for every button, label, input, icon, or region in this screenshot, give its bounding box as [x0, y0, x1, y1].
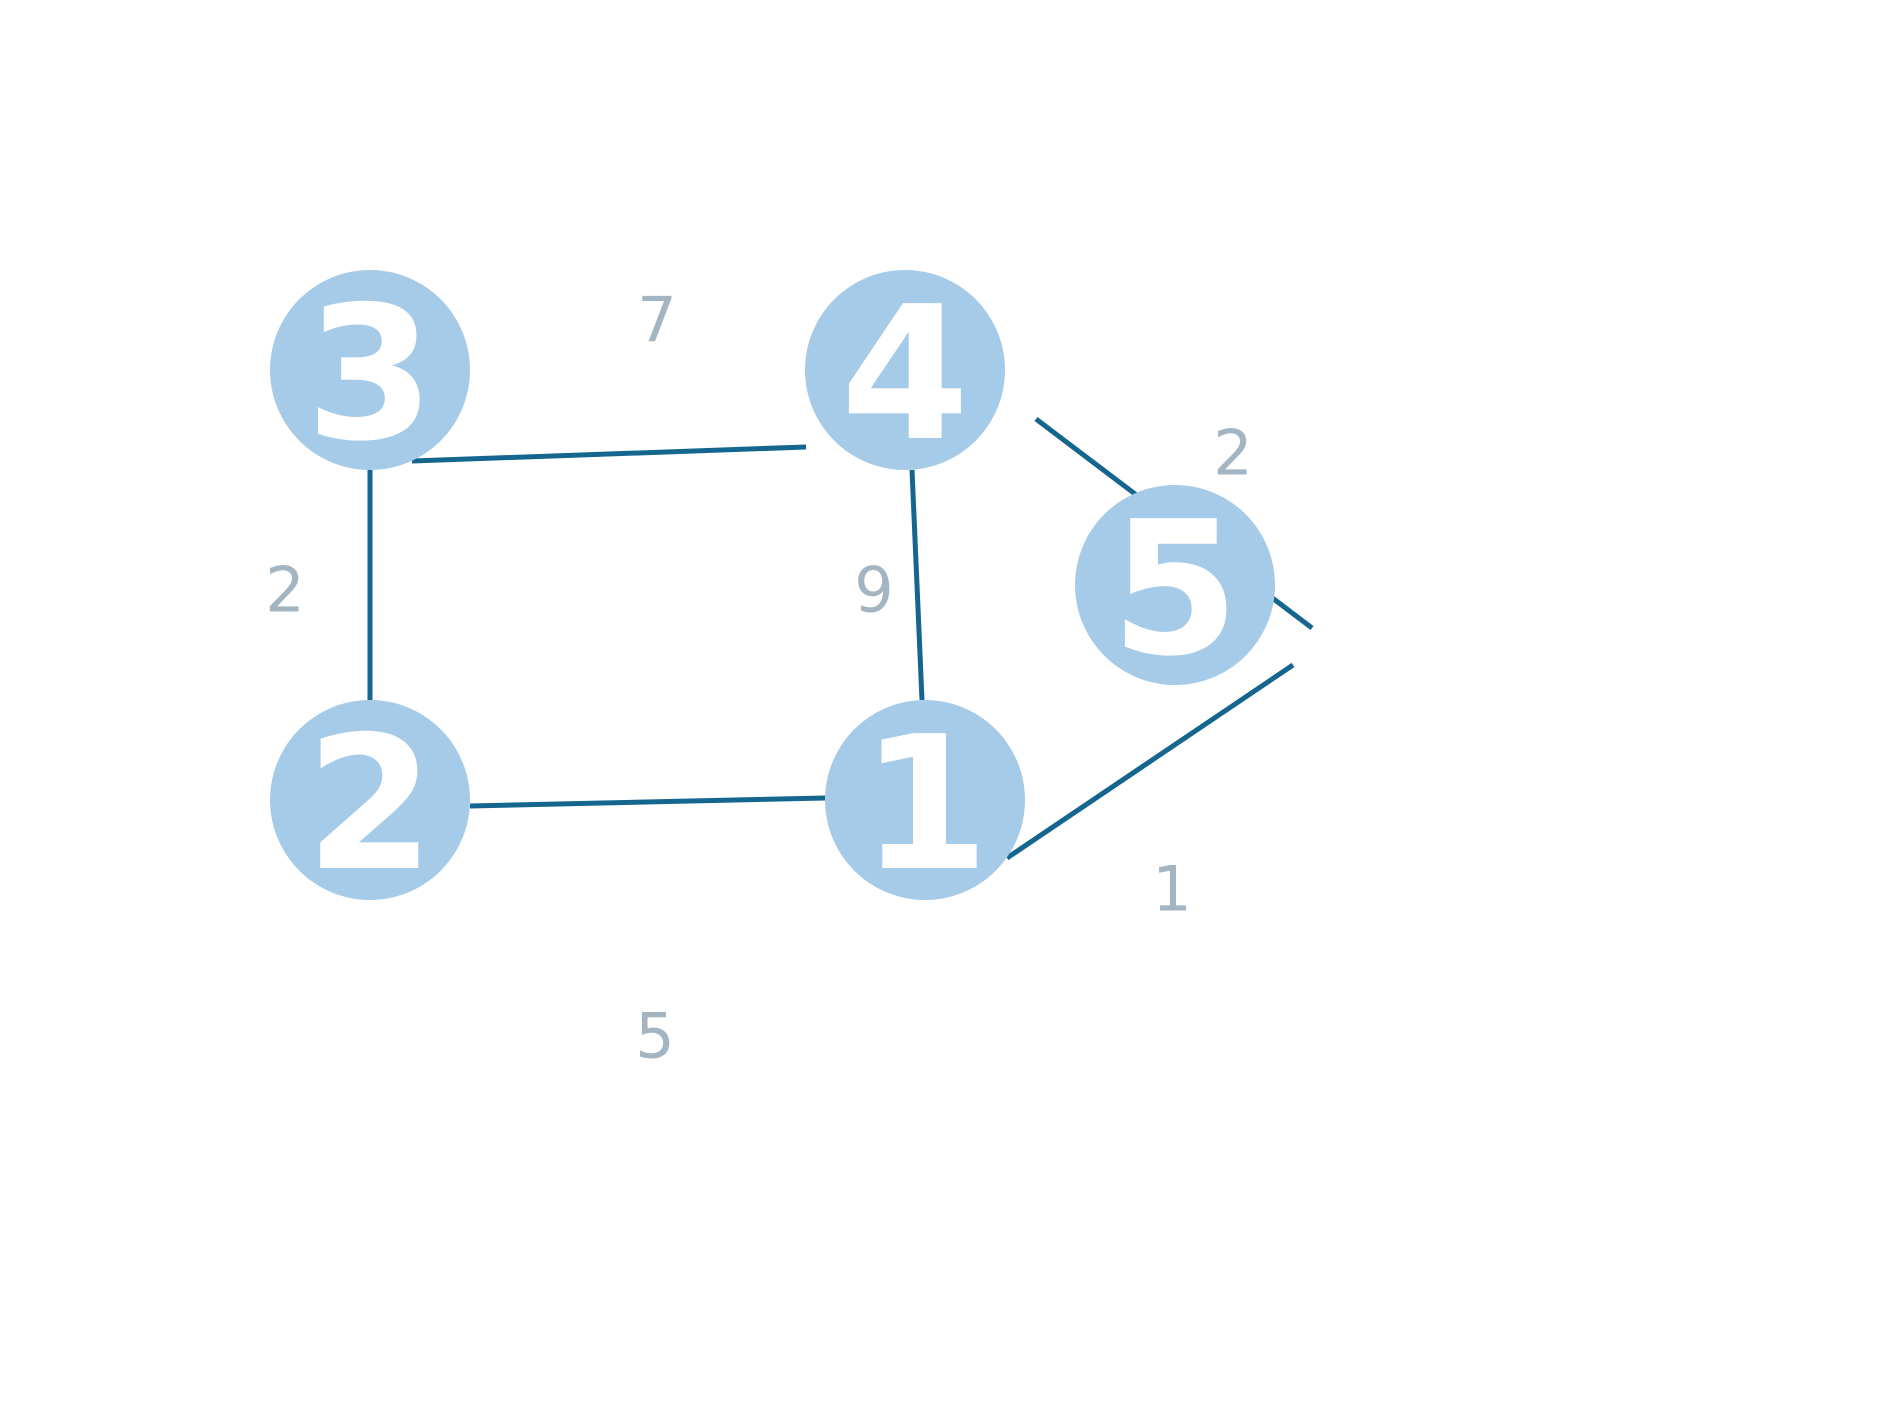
graph-node-5[interactable]: 5	[1075, 481, 1275, 697]
node-circle-5[interactable]	[1075, 485, 1275, 685]
node-label-3: 3	[306, 266, 435, 482]
node-label-5: 5	[1111, 481, 1240, 697]
graph-edge-1-5[interactable]	[1005, 662, 1295, 861]
edge-weight-label-2-1: 5	[635, 1000, 674, 1073]
node-label-1: 1	[861, 696, 990, 912]
graph-node-4[interactable]: 4	[805, 266, 1005, 482]
node-circle-3[interactable]	[270, 270, 470, 470]
node-circle-1[interactable]	[825, 700, 1025, 900]
graph-node-3[interactable]: 3	[270, 266, 470, 482]
edge-weight-label-3-2: 2	[265, 554, 304, 627]
graph-edge-4-1[interactable]	[909, 469, 925, 701]
edge-weight-label-1-5: 1	[1152, 853, 1191, 926]
node-label-4: 4	[841, 266, 970, 482]
edge-weight-label-3-4: 7	[637, 284, 676, 357]
graph-edge-3-4[interactable]	[411, 444, 807, 464]
graph-edge-2-1[interactable]	[469, 795, 826, 809]
edge-weight-label-4-1: 9	[854, 554, 893, 627]
node-label-2: 2	[306, 696, 435, 912]
node-circle-2[interactable]	[270, 700, 470, 900]
edge-weight-label-4-5: 2	[1213, 417, 1252, 490]
graph-node-2[interactable]: 2	[270, 696, 470, 912]
node-circle-4[interactable]	[805, 270, 1005, 470]
graph-node-1[interactable]: 1	[825, 696, 1025, 912]
